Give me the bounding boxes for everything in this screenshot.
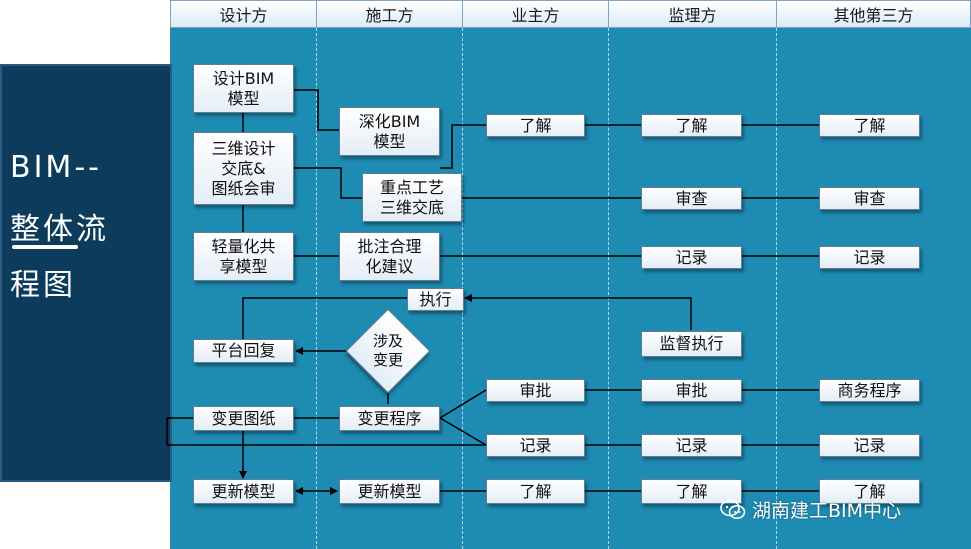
owner-learn-node: 了解 xyxy=(486,114,585,137)
supervisor-approve-node: 审批 xyxy=(641,379,742,402)
third-party-learn-node: 了解 xyxy=(819,114,920,137)
update-model-design-node: 更新模型 xyxy=(193,479,294,504)
lane-separator xyxy=(316,28,317,549)
execute-node: 执行 xyxy=(407,288,464,311)
design-review-node: 三维设计 交底& 图纸会审 xyxy=(193,132,294,205)
third-party-record-2-node: 记录 xyxy=(819,434,920,457)
deep-bim-model-node: 深化BIM 模型 xyxy=(339,107,440,156)
design-bim-model-node: 设计BIM 模型 xyxy=(193,64,294,113)
annotation-node: 批注合理 化建议 xyxy=(339,232,440,281)
lane-header-supervisor: 监理方 xyxy=(608,0,777,28)
third-party-check-node: 审查 xyxy=(819,187,920,210)
wechat-icon xyxy=(720,499,746,521)
lane-header-owner: 业主方 xyxy=(462,0,609,28)
title-line-3: 程图 xyxy=(10,268,76,303)
lane-separator xyxy=(608,28,609,549)
lane-header-design: 设计方 xyxy=(170,0,317,28)
owner-record-node: 记录 xyxy=(486,434,585,457)
title-line-2: 整体流 xyxy=(10,212,109,247)
involve-change-decision: 涉及 变更 xyxy=(345,308,431,394)
supervisor-learn-node: 了解 xyxy=(641,114,742,137)
update-model-construction-node: 更新模型 xyxy=(339,479,440,504)
business-procedure-node: 商务程序 xyxy=(819,379,920,402)
lane-header-third-party: 其他第三方 xyxy=(776,0,971,28)
change-drawing-node: 变更图纸 xyxy=(193,406,294,431)
supervisor-learn-2-node: 了解 xyxy=(641,479,742,504)
watermark-text: 湖南建工BIM中心 xyxy=(752,500,902,522)
owner-learn-2-node: 了解 xyxy=(486,479,585,504)
third-party-record-node: 记录 xyxy=(819,246,920,269)
supervise-execute-node: 监督执行 xyxy=(641,331,742,357)
third-party-learn-2-node: 了解 xyxy=(819,479,920,504)
title-line-1: BIM-- xyxy=(10,150,102,185)
watermark: 湖南建工BIM中心 xyxy=(720,496,901,523)
supervisor-record-2-node: 记录 xyxy=(641,434,742,457)
lane-separator xyxy=(776,28,777,549)
platform-reply-node: 平台回复 xyxy=(193,339,294,363)
supervisor-check-node: 审查 xyxy=(641,187,742,210)
owner-approve-node: 审批 xyxy=(486,379,585,402)
title-underline xyxy=(12,245,78,249)
title-panel: BIM-- 整体流 程图 xyxy=(0,64,172,482)
key-process-node: 重点工艺 三维交底 xyxy=(362,173,462,222)
decision-label: 涉及 变更 xyxy=(372,331,403,370)
lightweight-model-node: 轻量化共 享模型 xyxy=(193,232,294,281)
change-procedure-node: 变更程序 xyxy=(339,406,440,431)
supervisor-record-node: 记录 xyxy=(641,246,742,269)
